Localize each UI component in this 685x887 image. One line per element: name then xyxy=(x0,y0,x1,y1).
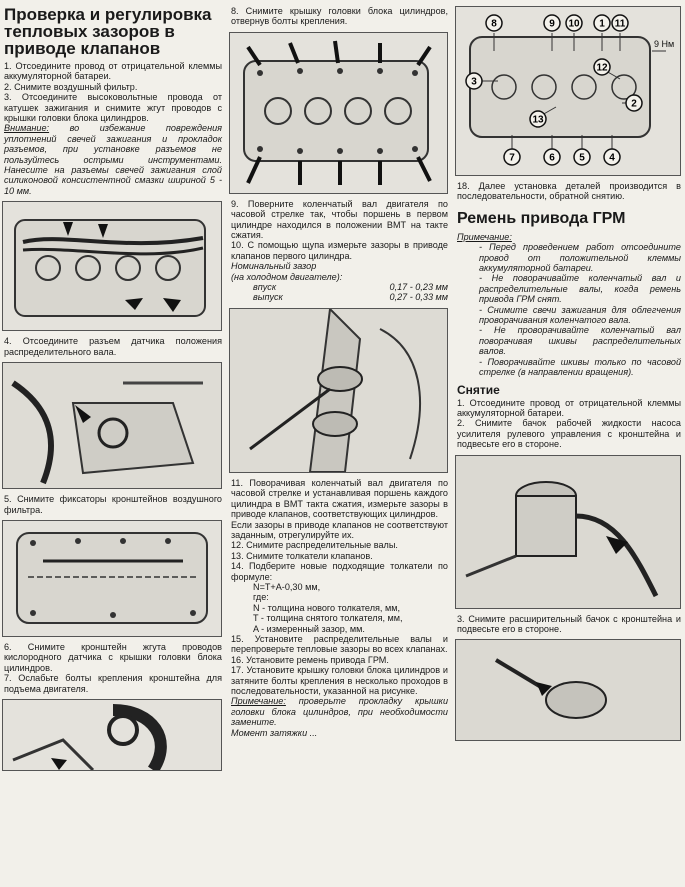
warning-note: Внимание: во избежание повреждения уплот… xyxy=(4,123,222,196)
formula: N=T+A-0,30 мм, xyxy=(253,581,321,592)
spec-title: Номинальный зазор xyxy=(231,261,317,272)
figure-expansion-tank xyxy=(455,639,681,742)
figure-engine-lift-bracket xyxy=(2,698,222,771)
step-13: 13. Снимите толкатели клапанов. xyxy=(231,550,373,561)
bolt-number-13: 13 xyxy=(532,115,544,126)
left-column: Проверка и регулировка тепловых зазоров … xyxy=(2,0,222,776)
subsection-removal: Снятие xyxy=(457,382,500,397)
step-16: 16. Установите ремень привода ГРМ. xyxy=(231,654,389,665)
figure-feeler-gauge xyxy=(229,307,448,473)
formula-var-a: A - измеренный зазор, мм. xyxy=(253,623,365,634)
bolt-number-12: 12 xyxy=(596,63,608,74)
bolt-number-7: 7 xyxy=(509,153,515,164)
removal-step-3: 3. Снимите расширительный бачок с кроншт… xyxy=(457,613,681,634)
bolt-marker-10 xyxy=(565,14,583,32)
bolt-marker-12 xyxy=(593,58,611,76)
step-3: 3. Отсоедините высоковольтные про­вода о… xyxy=(4,92,222,124)
step-1: 1. Отсоедините провод от отрицатель­ной … xyxy=(4,61,222,82)
bolt-marker-13 xyxy=(529,110,547,128)
spec-exhaust: выпуск 0,27 - 0,33 мм xyxy=(229,292,448,302)
spec-intake-label: впуск xyxy=(253,282,277,293)
formula-where: где: xyxy=(253,592,269,603)
torque-label: 9 Нм xyxy=(654,39,674,49)
bolt-marker-9 xyxy=(543,14,561,32)
belt-note-3: - Снимите свечи зажигания для об­легчени… xyxy=(479,304,681,326)
spec-subtitle: (на холодном двигателе): xyxy=(231,271,343,282)
warning-text: во избежание повреждения уплотнений свеч… xyxy=(4,123,222,196)
step-10: 10. С помощью щупа измерьте зазоры в при… xyxy=(231,240,448,261)
removal-step-2: 2. Снимите бачок рабочей жидкости насоса… xyxy=(457,418,681,450)
figure-air-filter-brackets xyxy=(2,519,222,637)
formula-var-n: N - толщина нового толкателя, мм, xyxy=(253,602,401,613)
bolt-number-5: 5 xyxy=(579,153,585,164)
step-15: 15. Установите распределительные ва­лы и… xyxy=(231,633,448,655)
bolt-number-9: 9 xyxy=(549,19,555,30)
bolt-marker-6 xyxy=(543,148,561,166)
warning-label: Внимание: xyxy=(4,123,50,134)
bolt-number-3: 3 xyxy=(471,77,477,88)
figure-power-steering-reservoir xyxy=(455,454,681,609)
figure-cylinder-head-cover xyxy=(2,201,222,332)
gasket-note-label: Примечание: xyxy=(231,696,286,707)
step-5: 5. Снимите фиксаторы кронштейнов воздушн… xyxy=(4,494,222,515)
removal-step-1: 1. Отсоедините провод от отрица­тельной … xyxy=(457,397,681,418)
spec-intake-value: 0,17 - 0,23 мм xyxy=(389,282,448,293)
step-7: 7. Ослабьте болты крепления крон­штейна … xyxy=(4,673,222,694)
middle-column: 8. Снимите крышку головки блока ци­линдр… xyxy=(229,0,448,738)
gasket-note: Примечание: проверьте прокладку крышки г… xyxy=(231,696,448,727)
section-title-timing-belt: Ремень привода ГРМ xyxy=(457,209,626,227)
bolt-number-4: 4 xyxy=(609,153,615,164)
spec-exhaust-label: выпуск xyxy=(253,292,283,303)
step-4: 4. Отсоедините разъем датчика поло­жения… xyxy=(4,336,222,357)
bolt-number-11: 11 xyxy=(615,19,626,30)
bolt-number-8: 8 xyxy=(491,19,497,30)
bolt-marker-2 xyxy=(625,94,643,112)
bolt-marker-8 xyxy=(485,14,503,32)
figure-head-cover-bolts xyxy=(229,31,448,194)
step-14: 14. Подберите новые подходящие толкатели… xyxy=(231,561,448,582)
gasket-note-text: проверьте прокладку крышки головки блока… xyxy=(231,696,448,728)
step-8: 8. Снимите крышку головки блока ци­линдр… xyxy=(231,6,448,27)
step-9: 9. Поверните коленчатый вал двига­теля п… xyxy=(231,198,448,241)
belt-note-1: - Перед проведением работ отсо­едините п… xyxy=(479,242,681,274)
bolt-number-2: 2 xyxy=(631,99,637,110)
cut-line: Момент затяжки ... xyxy=(231,727,318,738)
spec-exhaust-value: 0,27 - 0,33 мм xyxy=(389,292,448,303)
step-17: 17. Установите крышку головки блока цили… xyxy=(231,665,448,696)
belt-note-label: Примечание: xyxy=(457,231,512,242)
belt-note-5: - Поворачивайте шкивы только по часовой … xyxy=(479,356,681,378)
figure-camshaft-sensor xyxy=(2,362,222,490)
section-title: Проверка и регулировка тепловых зазоров … xyxy=(4,5,212,58)
bolt-marker-1 xyxy=(593,14,611,32)
step-2: 2. Снимите воздушный фильтр. xyxy=(4,81,138,92)
formula-var-t: T - толщина снятого толкателя, мм, xyxy=(253,613,403,624)
bolt-number-6: 6 xyxy=(549,153,555,164)
belt-note-4: - Не проворачивайте коленчатый вал повор… xyxy=(479,325,681,357)
bolt-marker-4 xyxy=(603,148,621,166)
bolt-marker-3 xyxy=(465,72,483,90)
bolt-marker-7 xyxy=(503,148,521,166)
step-11b: Если зазоры в приводе клапанов не соотве… xyxy=(231,519,448,540)
bolt-marker-5 xyxy=(573,148,591,166)
step-18: 18. Далее установка деталей произво­дитс… xyxy=(457,181,681,202)
step-11: 11. Поворачивая коленчатый вал двигателя… xyxy=(231,477,448,520)
bolt-number-1: 1 xyxy=(599,19,605,30)
step-6: 6. Снимите кронштейн жгута проводов кисл… xyxy=(4,641,222,673)
belt-note-2: - Не поворачивайте коленчатый вал и расп… xyxy=(479,273,681,305)
spec-intake: впуск 0,17 - 0,23 мм xyxy=(229,282,448,292)
bolt-number-10: 10 xyxy=(568,19,580,30)
bolt-marker-11 xyxy=(611,14,629,32)
step-12: 12. Снимите распределительные валы. xyxy=(231,540,398,551)
